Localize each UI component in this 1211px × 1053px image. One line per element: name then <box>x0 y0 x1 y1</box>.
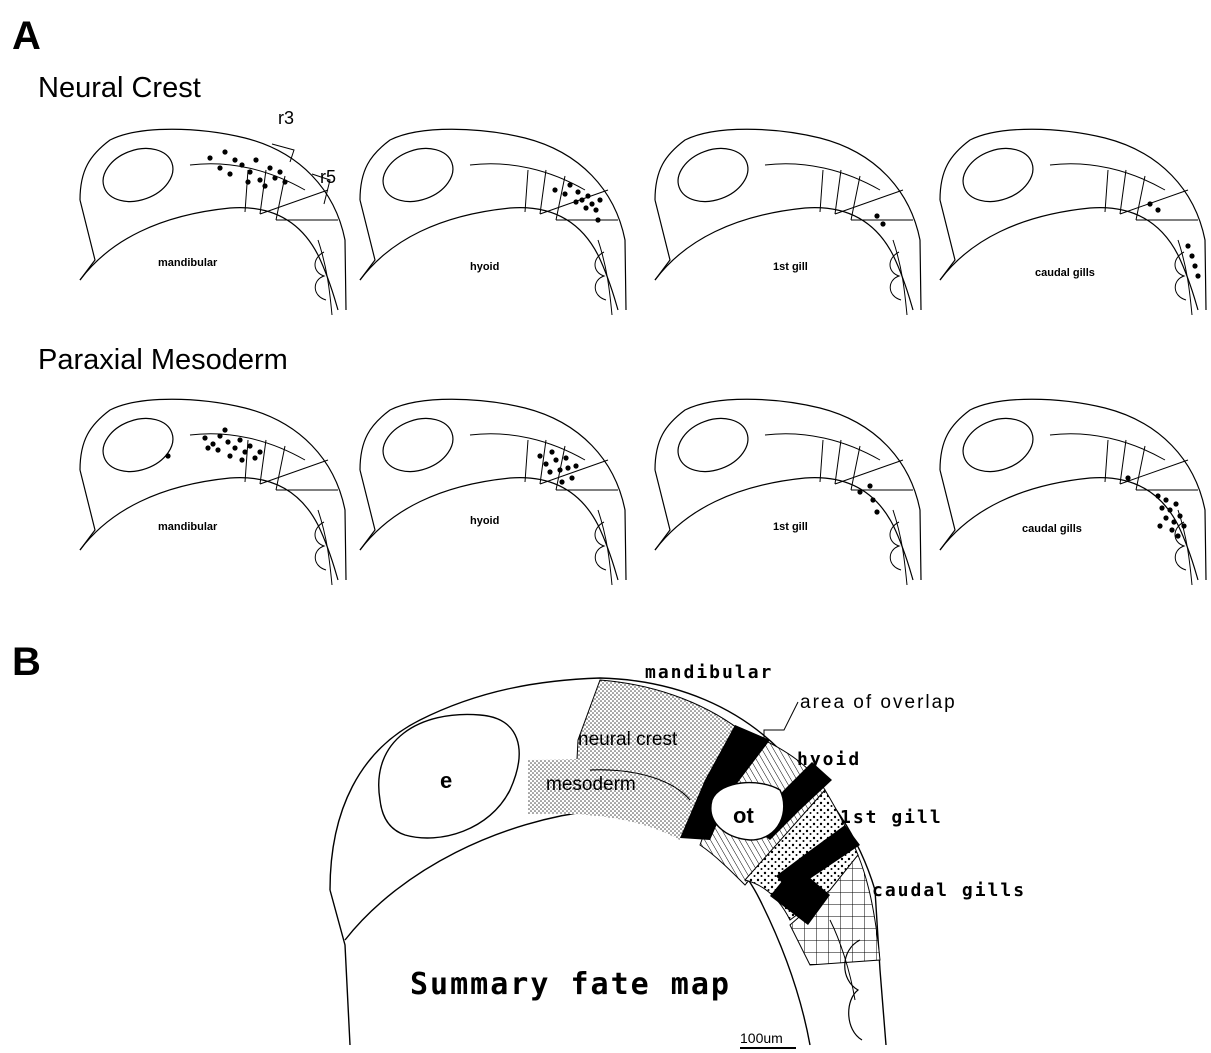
summary-fate-map-diagram: e ot neural crest mesoderm mandibular ar… <box>0 640 1211 1053</box>
overlap-leader-line <box>764 702 798 738</box>
neural-crest-caudal-gills-embryo <box>940 129 1206 315</box>
mesoderm-first-gill-embryo <box>655 399 921 585</box>
nc-first-gill-label: 1st gill <box>773 261 808 273</box>
neural-crest-first-gill-embryo <box>655 129 921 315</box>
scale-bar-label: 100um <box>740 1030 783 1046</box>
mesoderm-mandibular-embryo <box>80 399 346 585</box>
cell-dots <box>207 149 287 188</box>
first-gill-label: 1st gill <box>840 807 943 828</box>
r5-label: r5 <box>320 167 336 187</box>
cell-dots <box>857 483 879 514</box>
r3-label: r3 <box>278 108 294 128</box>
pm-hyoid-label: hyoid <box>470 515 499 527</box>
panel-a-embryo-diagrams: r3 r5 <box>0 0 1211 600</box>
mesoderm-label: mesoderm <box>546 774 636 795</box>
area-of-overlap-label: area of overlap <box>800 692 957 713</box>
otic-vesicle-label: ot <box>733 803 754 828</box>
cell-dots <box>1147 201 1200 278</box>
mesoderm-hyoid-embryo <box>360 399 626 585</box>
hyoid-label: hyoid <box>797 749 861 770</box>
pm-first-gill-label: 1st gill <box>773 521 808 533</box>
mandibular-label: mandibular <box>645 662 773 683</box>
eye-label: e <box>440 768 452 793</box>
nc-mandibular-label: mandibular <box>158 257 218 269</box>
summary-fate-map-title: Summary fate map <box>410 967 731 1002</box>
neural-crest-hyoid-embryo <box>360 129 626 315</box>
pm-caudal-gills-label: caudal gills <box>1022 523 1082 535</box>
mesoderm-caudal-gills-embryo <box>940 399 1206 585</box>
neural-crest-mandibular-embryo <box>80 129 346 315</box>
nc-hyoid-label: hyoid <box>470 261 499 273</box>
pm-mandibular-label: mandibular <box>158 521 218 533</box>
caudal-gills-label: caudal gills <box>872 880 1026 901</box>
neural-crest-label: neural crest <box>578 729 678 750</box>
nc-caudal-gills-label: caudal gills <box>1035 267 1095 279</box>
cell-dots <box>1125 475 1186 538</box>
cell-dots <box>165 427 262 462</box>
